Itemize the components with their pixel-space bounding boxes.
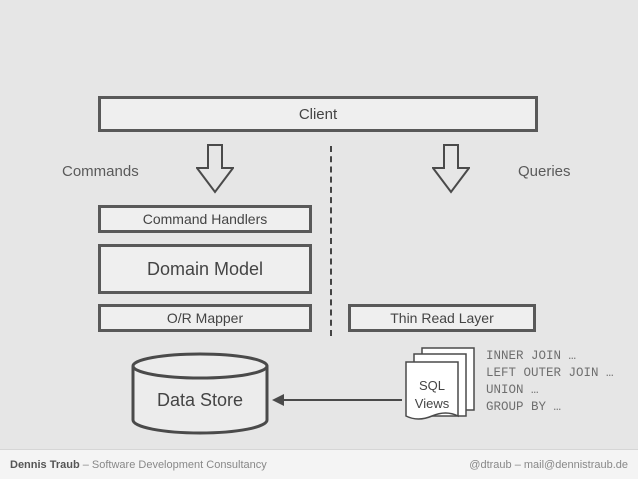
command-handlers-label: Command Handlers (142, 211, 268, 227)
command-handlers-box: Command Handlers (98, 205, 312, 233)
domain-model-box: Domain Model (98, 244, 312, 294)
sql-views-documents-icon (405, 347, 475, 420)
sql-statement: UNION … (486, 383, 539, 397)
commands-label: Commands (62, 163, 139, 180)
sql-statement: LEFT OUTER JOIN … (486, 366, 614, 380)
queries-label: Queries (518, 163, 571, 180)
sql-statement-list: INNER JOIN … LEFT OUTER JOIN … UNION … G… (486, 348, 614, 416)
commands-arrow-icon (196, 144, 234, 194)
thin-read-layer-label: Thin Read Layer (390, 310, 494, 326)
command-query-divider (330, 146, 332, 336)
queries-arrow-icon (432, 144, 470, 194)
sql-views-line: SQL (418, 378, 445, 393)
views-to-store-arrow-icon (272, 394, 402, 406)
footer-contact: @dtraub – mail@dennistraub.de (469, 459, 628, 471)
or-mapper-box: O/R Mapper (98, 304, 312, 332)
sql-statement: GROUP BY … (486, 400, 562, 414)
sql-statement: INNER JOIN … (486, 349, 577, 363)
thin-read-layer-box: Thin Read Layer (348, 304, 536, 332)
client-box: Client (98, 96, 538, 132)
sql-views-line: Views (414, 396, 450, 411)
footer-credit: Dennis Traub – Software Development Cons… (10, 459, 267, 471)
data-store-label: Data Store (156, 390, 244, 410)
data-store-cylinder-icon (131, 352, 269, 435)
footer: Dennis Traub – Software Development Cons… (0, 449, 638, 479)
sql-views-label: SQL Views (406, 377, 458, 413)
client-label: Client (298, 105, 338, 123)
footer-author: Dennis Traub (10, 459, 80, 471)
or-mapper-label: O/R Mapper (166, 310, 244, 326)
domain-model-label: Domain Model (146, 258, 264, 279)
footer-tagline: – Software Development Consultancy (79, 459, 267, 471)
